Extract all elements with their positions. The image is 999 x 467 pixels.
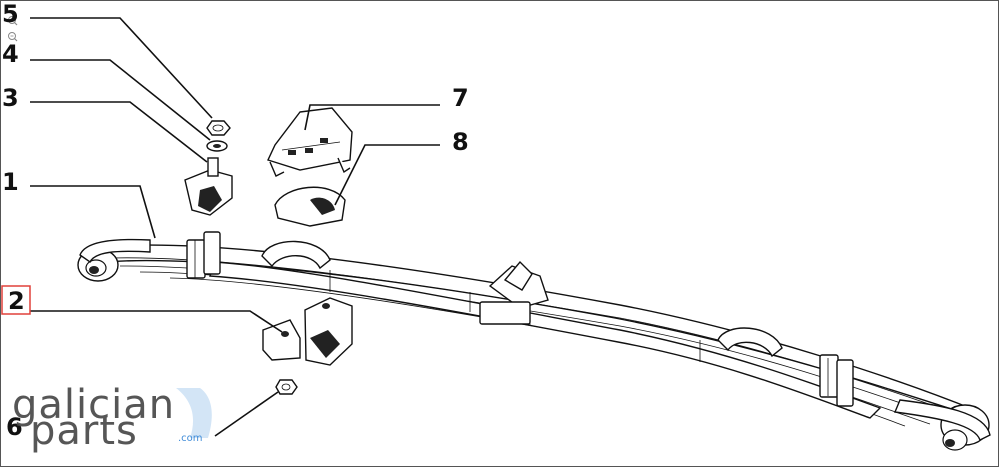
svg-text:8: 8 <box>452 128 469 156</box>
callout-4[interactable]: 4 <box>2 40 19 68</box>
part-6-nut <box>275 379 298 395</box>
watermark-accent-shape <box>176 388 212 438</box>
callout-2[interactable]: 2 <box>1 285 31 315</box>
center-bump-stop <box>479 260 549 325</box>
svg-text:.com: .com <box>178 433 203 444</box>
svg-text:2: 2 <box>8 287 25 315</box>
rebound-clip-rear <box>819 354 854 407</box>
svg-text:4: 4 <box>2 40 19 68</box>
leader-lines <box>30 17 440 437</box>
callout-2-highlight-box <box>1 285 31 315</box>
svg-text:1: 1 <box>2 168 19 196</box>
rubber-saddle-front <box>261 240 331 270</box>
rear-spring-eye <box>894 399 991 451</box>
part-8-rubber-saddle <box>274 186 346 227</box>
svg-text:3: 3 <box>2 84 19 112</box>
svg-text:galician: galician <box>12 382 175 428</box>
callout-3[interactable]: 3 <box>2 84 19 112</box>
part-5-nut <box>206 120 231 136</box>
callout-7[interactable]: 7 <box>452 84 469 112</box>
rebound-clip-front <box>186 231 221 279</box>
svg-text:5: 5 <box>2 0 19 28</box>
leaf-spring <box>77 231 991 451</box>
part-7-bracket-plate <box>267 107 353 177</box>
watermark-logo: galician parts .com <box>12 382 212 454</box>
zoom-in-icon[interactable] <box>8 16 18 26</box>
callout-5[interactable]: 5 <box>2 0 19 28</box>
svg-text:6: 6 <box>6 413 23 441</box>
part-4-washer <box>206 140 228 152</box>
zoom-out-icon[interactable] <box>8 32 18 42</box>
svg-text:parts: parts <box>30 408 138 454</box>
callout-6[interactable]: 6 <box>6 413 23 441</box>
part-3-rubber-bumper <box>184 157 233 216</box>
part-2-clamp-bracket <box>262 297 353 366</box>
svg-text:7: 7 <box>452 84 469 112</box>
rubber-saddle-rear <box>717 327 783 358</box>
front-spring-eye <box>77 238 151 282</box>
callout-1[interactable]: 1 <box>2 168 19 196</box>
callout-8[interactable]: 8 <box>452 128 469 156</box>
